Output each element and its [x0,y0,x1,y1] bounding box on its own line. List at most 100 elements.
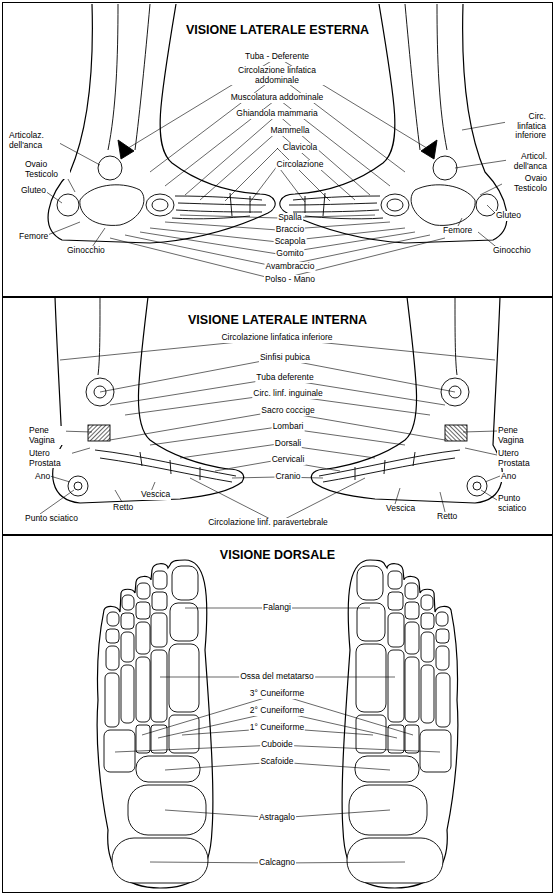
foot-bones [104,566,208,883]
metatarsal [121,665,134,723]
part-label: 3° Cuneiforme [249,689,305,699]
part-label: Cuboide [260,740,294,750]
metatarsal-line [172,216,250,219]
part-label: Gluteo [495,211,522,221]
part-label: Vescica [140,490,171,500]
part-label: Pene Vagina [497,426,535,445]
panel-heading: VISIONE DORSALE [3,548,552,563]
leg-bone [108,4,118,150]
part-label: Polso - Mano [264,275,316,285]
phalanx [137,583,150,599]
part-label: Ovaio Testicolo [502,174,548,193]
leader-lines [110,57,278,280]
part-label: Mammella [269,126,310,136]
phalanx [122,595,134,610]
spine-line [100,458,232,482]
leader-line [395,431,500,512]
part-label: Retto [436,512,458,522]
view-panel: VISIONE LATERALE ESTERNA [2,2,553,297]
leader-line [60,338,278,523]
part-label: Tuba - Deferente [244,52,310,62]
part-label: Falangi [262,603,292,613]
leader-lines [45,122,508,250]
leg-bone [135,4,150,150]
view-panel: VISIONE LATERALE INTERNA [2,297,553,535]
part-label: Femore [442,226,473,236]
spine-line [95,450,236,476]
part-label: Cervicali [271,455,306,465]
phalanx [136,622,150,654]
part-label: 1° Cuneiforme [249,723,305,733]
dorsal-foot-mirror [277,560,458,888]
part-label: Scapola [274,237,307,247]
metatarsal [169,644,199,712]
panel-heading: VISIONE LATERALE ESTERNA [3,23,552,38]
phalanx [153,571,167,589]
part-label: Articol. dell'anca [506,152,548,171]
phalanx [151,613,167,647]
panel-heading: VISIONE LATERALE INTERNA [3,313,552,328]
phalanx [121,613,134,629]
medial-foot [53,297,278,523]
part-label: Punto sciatico [24,514,79,524]
cuboid [104,730,135,772]
leader-line [455,122,508,250]
cuneiform [136,725,150,753]
part-label: Gomito [275,249,304,259]
foot-outline [97,560,213,888]
part-label: Ghiandola mammaria [235,109,318,119]
phalanx [106,629,119,643]
foot-outline [53,297,244,503]
leader-lines [40,431,500,514]
view-panel: VISIONE DORSALE [2,535,553,893]
part-label: Circ. linfatica inferiore [505,112,547,141]
phalanx [121,632,134,662]
metatarsal [105,673,119,727]
part-label: Utero Prostata [28,449,72,468]
part-label: Retto [112,503,134,513]
part-label: Circolazione [276,160,325,170]
metatarsal-line [176,210,262,212]
metatarsal [136,657,150,722]
leg-bone [98,297,100,375]
part-label: Ginocchio [66,246,106,256]
phalanx [152,592,167,610]
heel-circle [74,482,82,490]
part-label: Punto sciatico [497,494,537,513]
part-label: Ossa del metatarso [239,672,315,682]
part-label: Braccio [275,225,305,235]
heel-circle [57,194,79,216]
leader-lines [115,608,278,863]
part-label: Spalla [277,213,303,223]
metatarsal [151,650,167,722]
shoulder-circle [152,199,168,211]
part-label: Avambraccio [265,262,316,272]
part-label: Circolazione linf. paravertebrale [207,518,329,528]
part-label: Circolazione linfatica addominale [224,66,330,85]
part-label: Muscolatura addominale [230,93,325,103]
part-label: Ano [500,472,517,482]
phalanx [170,603,198,641]
part-label: Ginocchio [492,246,532,256]
phalanx [106,646,119,670]
part-label: Calcagno [258,858,296,868]
metatarsal-line [178,203,266,205]
lateral-foot [48,4,278,280]
leader-line [40,431,155,514]
part-label: Dorsali [274,439,302,449]
leader-line [45,138,105,250]
calcaneus [112,838,208,883]
part-label: Femore [18,232,49,242]
part-label: Utero Prostata [497,449,541,468]
heel-bone [80,185,144,226]
leader-line [115,608,278,863]
heel-circle [68,476,88,496]
toe-line [230,193,250,216]
part-label: Sacro coccige [260,406,315,416]
part-label: Gluteo [20,186,47,196]
part-label: Pene Vagina [28,426,66,445]
shoulder-circle [146,194,174,216]
foot-outline [48,4,275,243]
ankle-circle [98,156,122,180]
